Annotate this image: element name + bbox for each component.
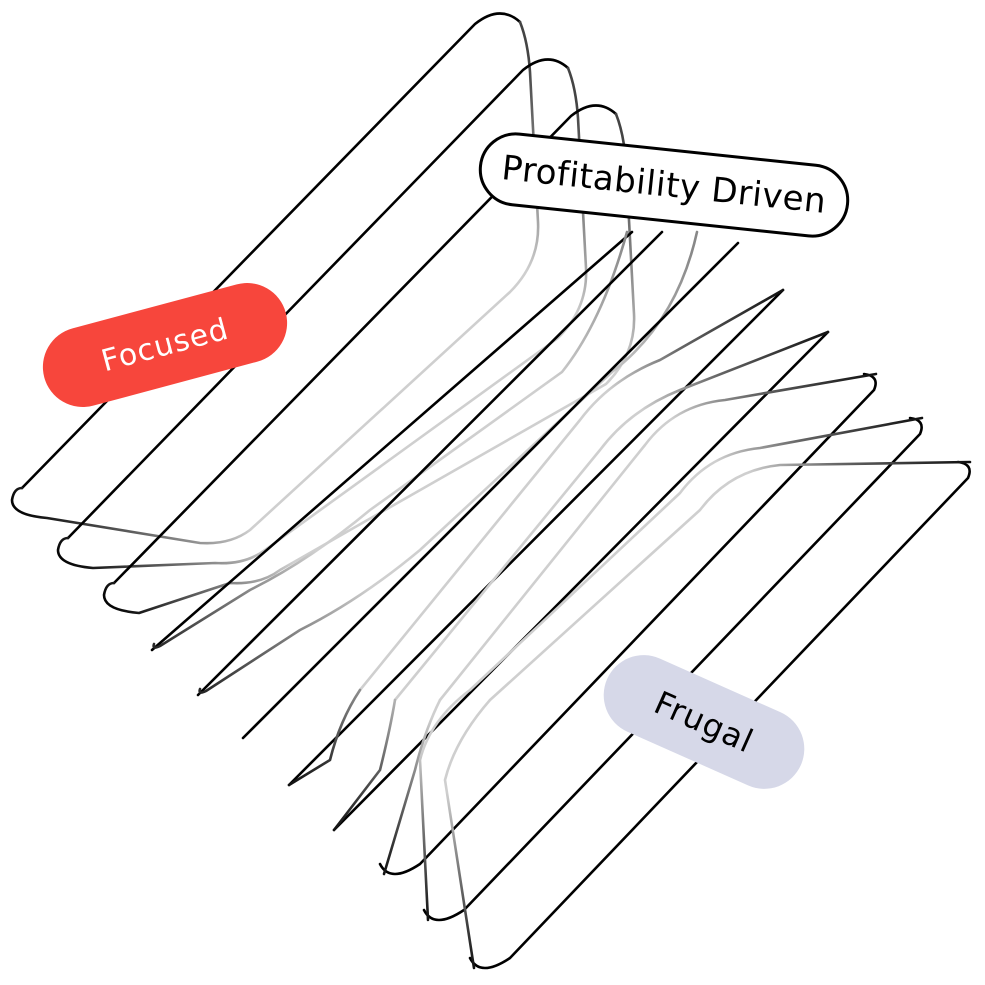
- loop-upper-2-diagonal: [66, 58, 570, 540]
- label-focused-text: Focused: [97, 311, 233, 379]
- loop-lower-2-diagonal: [332, 330, 830, 832]
- loop-lower-4-return-top: [468, 416, 924, 692]
- loop-upper-5-diagonal: [196, 230, 664, 697]
- center-line: [241, 241, 740, 740]
- loop-lower-1-diagonal: [287, 288, 785, 787]
- loop-upper-4-return: [152, 230, 629, 649]
- loop-lower-4-return-bottom: [418, 688, 472, 922]
- loop-lower-1-return-top: [358, 288, 785, 692]
- loop-lower-2-return-bottom: [332, 698, 397, 832]
- loop-lower-3-return-top: [438, 372, 878, 702]
- loop-upper-2-return: [56, 66, 588, 570]
- loop-lower-2-return-top: [393, 330, 830, 702]
- loop-upper-1-diagonal: [20, 12, 522, 490]
- loop-upper-3-diagonal: [112, 104, 618, 585]
- loop-lower-5-return-top: [488, 460, 972, 702]
- loop-upper-4-diagonal: [150, 230, 634, 652]
- loop-lower-1-return-bottom: [287, 688, 362, 787]
- loop-upper-1-return: [10, 20, 540, 545]
- loop-upper-5-return: [198, 230, 699, 694]
- loop-lower-5-return-bottom: [443, 698, 492, 970]
- loop-lower-3-return-bottom: [382, 698, 442, 876]
